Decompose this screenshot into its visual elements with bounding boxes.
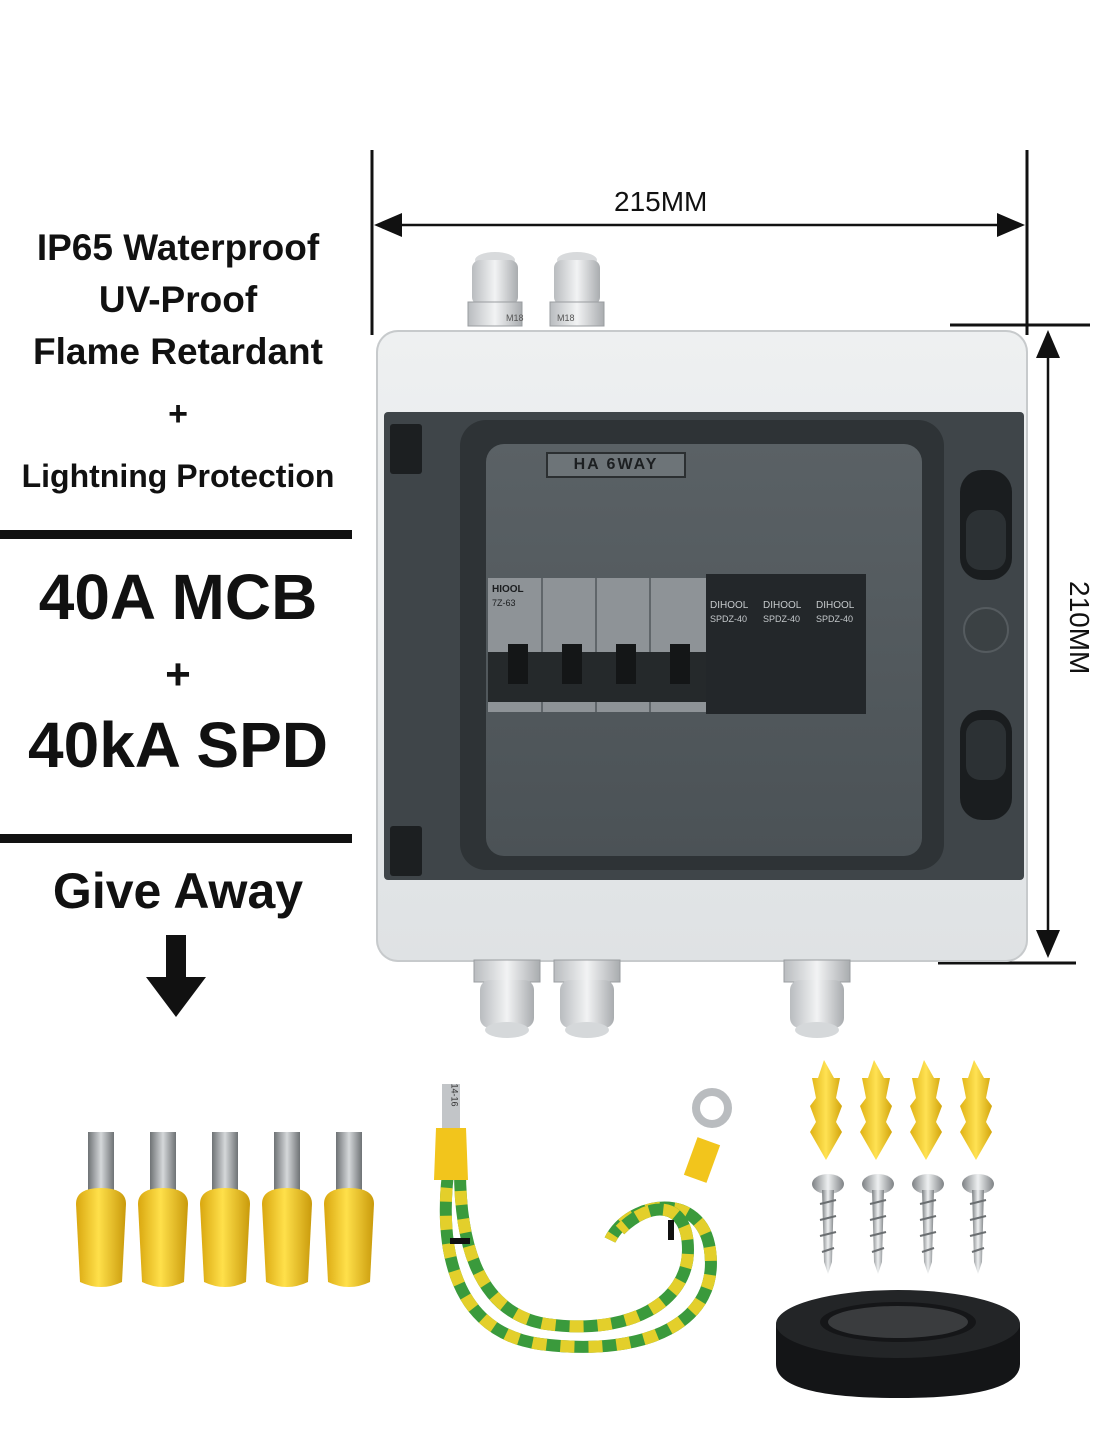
spd-model-2: SPDZ-40 — [763, 614, 801, 624]
ground-wire-tag: 14-16 — [449, 1083, 460, 1107]
ground-wire — [434, 1084, 732, 1353]
bottom-cable-glands — [473, 959, 851, 1038]
give-away-label: Give Away — [52, 863, 304, 919]
arrow-down-icon — [146, 935, 206, 1017]
divider-top — [0, 530, 352, 539]
mcb-switches — [488, 578, 706, 712]
terminal-1 — [76, 1132, 126, 1287]
width-dimension-label: 215MM — [614, 186, 708, 217]
feature-flame-retardant: Flame Retardant — [33, 331, 323, 372]
screws — [812, 1174, 994, 1274]
spd-model-1: SPDZ-40 — [710, 614, 748, 624]
door-latches[interactable] — [950, 470, 1020, 830]
wall-anchors — [810, 1060, 992, 1160]
feature-uv-proof: UV-Proof — [98, 279, 258, 320]
divider-bottom — [0, 834, 352, 843]
gland-size-label: M18 — [506, 313, 524, 323]
dimension-lines — [370, 150, 1090, 965]
spec-mcb: 40A MCB — [38, 561, 318, 633]
feature-waterproof: IP65 Waterproof — [36, 227, 320, 268]
top-cable-glands — [467, 252, 605, 327]
spec-plus: + — [165, 650, 191, 699]
spd-brand-2: DIHOOL — [763, 600, 802, 611]
breaker-brand: HIOOL — [492, 584, 524, 595]
enclosure-label: HA 6WAY — [546, 452, 686, 478]
spd-model-3: SPDZ-40 — [816, 614, 854, 624]
hinge-bottom — [390, 826, 422, 876]
hinge-top — [390, 424, 422, 474]
spd-modules — [706, 574, 866, 714]
feature-lightning-protection: Lightning Protection — [21, 458, 335, 494]
gland-size-label-2: M18 — [557, 313, 575, 323]
spd-brand-3: DIHOOL — [816, 600, 855, 611]
spd-brand-1: DIHOOL — [710, 600, 749, 611]
crimp-terminals — [76, 1132, 374, 1287]
feature-list: IP65 Waterproof UV-Proof Flame Retardant — [0, 222, 356, 378]
plus-sign: + — [168, 395, 188, 433]
spec-spd: 40kA SPD — [28, 709, 328, 781]
height-dimension-label: 210MM — [1064, 581, 1095, 675]
breaker-model: 7Z-63 — [492, 598, 516, 608]
electrical-tape — [776, 1290, 1020, 1398]
